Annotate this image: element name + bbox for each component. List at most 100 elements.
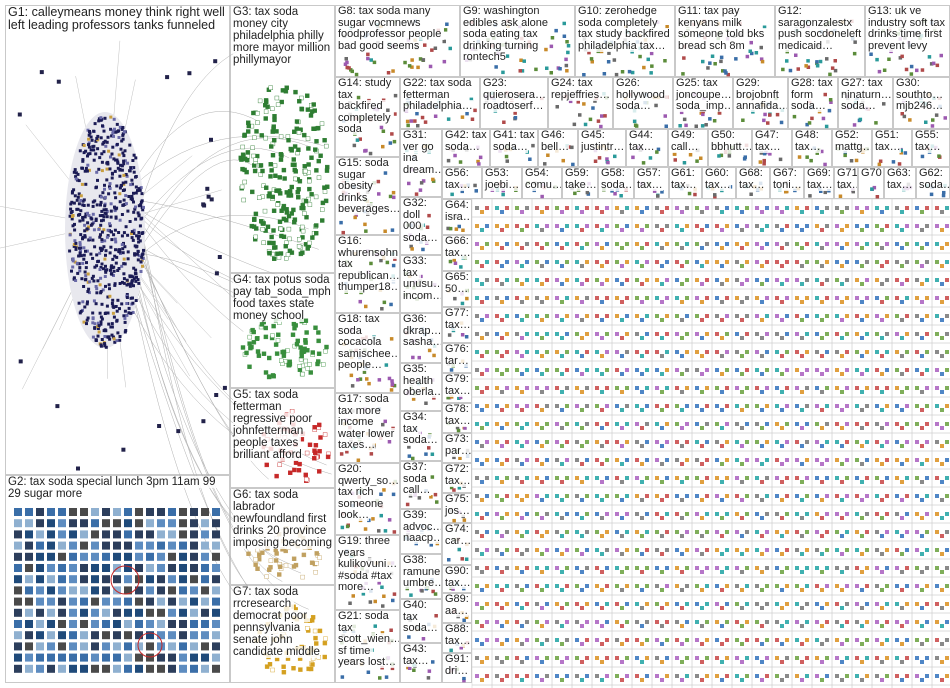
- graph-node: [480, 264, 484, 268]
- graph-node: [945, 314, 949, 318]
- graph-node: [620, 498, 624, 502]
- graph-node: [615, 494, 619, 498]
- graph-node: [47, 553, 55, 561]
- graph-node: [480, 480, 484, 484]
- graph-node: [920, 228, 924, 232]
- graph-node: [69, 553, 77, 561]
- graph-node: [895, 332, 899, 336]
- graph-node: [168, 654, 176, 662]
- graph-node: [795, 638, 799, 642]
- graph-node: [633, 120, 637, 124]
- graph-node: [111, 172, 114, 175]
- graph-node: [129, 312, 132, 315]
- graph-node: [190, 598, 198, 606]
- graph-node: [146, 642, 154, 650]
- graph-node: [845, 422, 849, 426]
- graph-node: [905, 278, 909, 282]
- graph-node: [640, 246, 644, 250]
- graph-node: [575, 386, 579, 390]
- graph-node: [93, 199, 96, 202]
- graph-node: [675, 512, 679, 516]
- graph-node: [585, 206, 589, 210]
- graph-node: [665, 314, 669, 318]
- graph-node: [520, 318, 524, 322]
- graph-node: [96, 279, 99, 282]
- graph-node: [735, 350, 739, 354]
- graph-node: [620, 552, 624, 556]
- graph-node: [132, 211, 135, 214]
- graph-node: [925, 332, 929, 336]
- graph-node: [91, 654, 99, 662]
- graph-node: [95, 137, 98, 140]
- graph-node: [505, 656, 509, 660]
- graph-node: [25, 564, 33, 572]
- graph-node: [113, 519, 121, 527]
- graph-node: [635, 386, 639, 390]
- graph-node: [101, 303, 104, 306]
- graph-node: [110, 216, 113, 219]
- graph-node: [449, 649, 453, 653]
- graph-node: [924, 121, 928, 125]
- graph-node: [695, 476, 699, 480]
- graph-node: [14, 598, 22, 606]
- graph-node: [905, 404, 909, 408]
- graph-node: [875, 548, 879, 552]
- graph-node: [306, 137, 310, 141]
- graph-node: [69, 620, 77, 628]
- graph-node: [855, 566, 859, 570]
- graph-node: [565, 656, 569, 660]
- graph-node: [680, 228, 684, 232]
- graph-node: [69, 508, 77, 516]
- graph-node: [429, 65, 433, 69]
- graph-node: [775, 620, 779, 624]
- graph-node: [715, 422, 719, 426]
- graph-node: [535, 530, 539, 534]
- graph-node: [560, 480, 564, 484]
- graph-node: [845, 206, 849, 210]
- graph-node: [780, 552, 784, 556]
- graph-node: [187, 71, 191, 75]
- graph-node: [625, 584, 629, 588]
- graph-node: [700, 318, 704, 322]
- graph-node: [840, 552, 844, 556]
- graph-node: [660, 390, 664, 394]
- graph-node: [555, 260, 559, 264]
- graph-node: [915, 314, 919, 318]
- graph-node: [745, 278, 749, 282]
- graph-node: [595, 638, 599, 642]
- graph-node: [920, 246, 924, 250]
- graph-node: [101, 124, 104, 127]
- graph-node: [900, 534, 904, 538]
- graph-node: [860, 642, 864, 646]
- graph-node: [323, 138, 327, 142]
- graph-node: [573, 123, 577, 127]
- graph-node: [448, 333, 452, 337]
- graph-node: [325, 345, 329, 349]
- graph-node: [715, 224, 719, 228]
- graph-node: [760, 480, 764, 484]
- graph-node: [795, 386, 799, 390]
- graph-node: [80, 553, 88, 561]
- graph-node: [675, 530, 679, 534]
- graph-node: [449, 260, 453, 264]
- graph-node: [580, 246, 584, 250]
- graph-node: [605, 638, 609, 642]
- graph-node: [600, 516, 604, 520]
- graph-node: [565, 350, 569, 354]
- graph-node: [500, 246, 504, 250]
- graph-node: [589, 118, 593, 122]
- graph-node: [575, 314, 579, 318]
- graph-node: [47, 519, 55, 527]
- graph-node: [118, 339, 121, 342]
- graph-node: [364, 305, 368, 309]
- graph-node: [900, 516, 904, 520]
- graph-node: [582, 73, 586, 77]
- graph-node: [585, 224, 589, 228]
- graph-node: [107, 229, 110, 232]
- graph-node: [720, 660, 724, 664]
- graph-node: [82, 285, 85, 288]
- graph-node: [613, 155, 617, 159]
- graph-node: [660, 606, 664, 610]
- graph-node: [920, 606, 924, 610]
- graph-node: [765, 206, 769, 210]
